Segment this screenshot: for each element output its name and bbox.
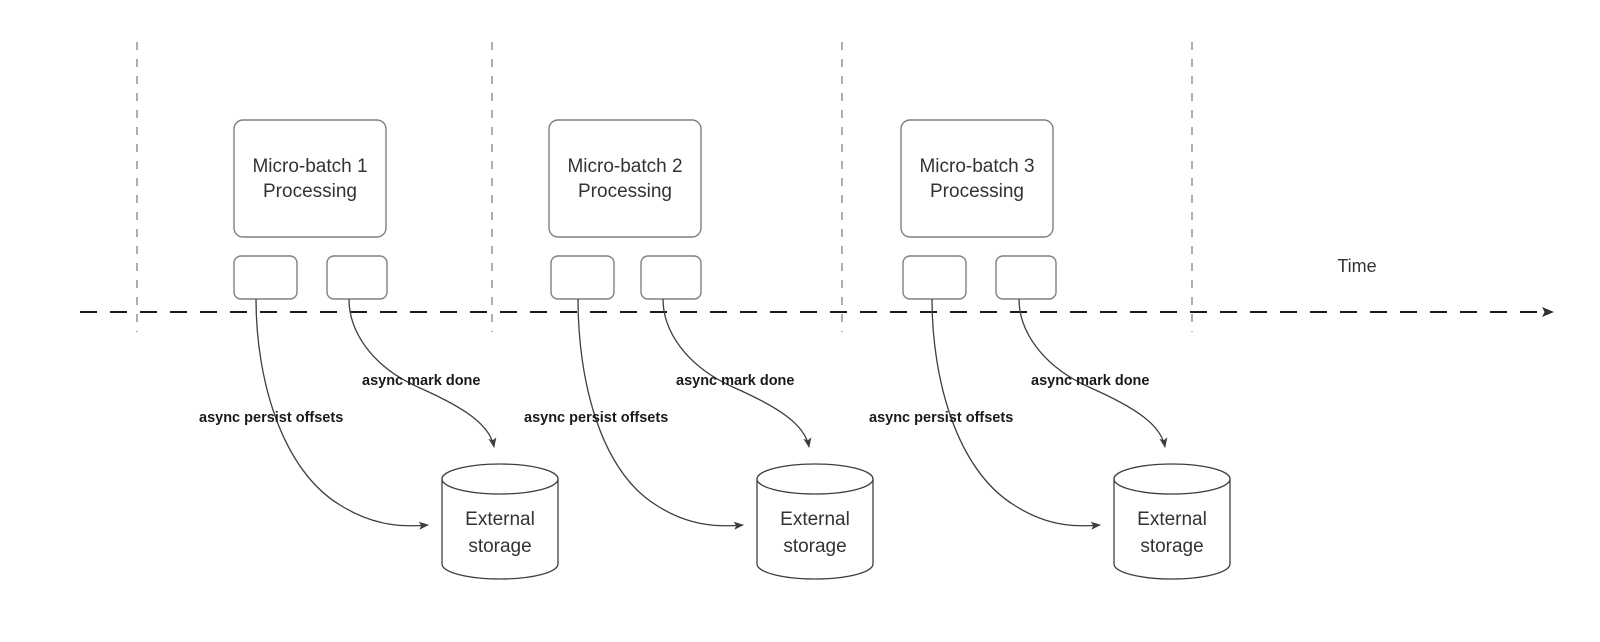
task-box-3b[interactable] bbox=[995, 255, 1057, 300]
micro-batch-box-3[interactable] bbox=[900, 119, 1054, 238]
external-storage-2[interactable] bbox=[756, 463, 874, 580]
micro-batch-box-3-line2: Processing bbox=[930, 181, 1024, 202]
timeline-label: Time bbox=[1337, 256, 1376, 276]
tick-lines bbox=[136, 42, 1193, 332]
edge-persist-offsets-3 bbox=[931, 298, 1101, 530]
external-storage-3-line1: External bbox=[1137, 509, 1207, 530]
edge-label-mark-done-2: async mark done bbox=[676, 373, 794, 389]
micro-batch-box-1-line1: Micro-batch 1 bbox=[252, 156, 367, 177]
edge-label-persist-offsets-3: async persist offsets bbox=[869, 410, 1013, 426]
micro-batch-box-2[interactable] bbox=[548, 119, 702, 238]
edge-label-mark-done-1: async mark done bbox=[362, 373, 480, 389]
group-1: Micro-batch 1 Processing async mark done… bbox=[199, 119, 559, 580]
edge-persist-offsets-2 bbox=[577, 298, 744, 530]
micro-batch-box-3-line1: Micro-batch 3 bbox=[919, 156, 1034, 177]
group-3: Micro-batch 3 Processing async mark done… bbox=[869, 119, 1231, 580]
external-storage-1-line2: storage bbox=[468, 536, 531, 557]
external-storage-2-line2: storage bbox=[783, 536, 846, 557]
external-storage-3-line2: storage bbox=[1140, 536, 1203, 557]
external-storage-3[interactable] bbox=[1113, 463, 1231, 580]
edge-mark-done-3 bbox=[1018, 298, 1168, 448]
external-storage-1[interactable] bbox=[441, 463, 559, 580]
external-storage-2-line1: External bbox=[780, 509, 850, 530]
micro-batch-box-2-line1: Micro-batch 2 bbox=[567, 156, 682, 177]
micro-batch-box-1-line2: Processing bbox=[263, 181, 357, 202]
edge-label-mark-done-3: async mark done bbox=[1031, 373, 1149, 389]
task-box-2b[interactable] bbox=[640, 255, 702, 300]
external-storage-1-line1: External bbox=[465, 509, 535, 530]
group-2: Micro-batch 2 Processing async mark done… bbox=[524, 119, 874, 580]
task-box-1b[interactable] bbox=[326, 255, 388, 300]
micro-batch-box-2-line2: Processing bbox=[578, 181, 672, 202]
task-box-3a[interactable] bbox=[902, 255, 967, 300]
task-box-1a[interactable] bbox=[233, 255, 298, 300]
edge-mark-done-1 bbox=[348, 298, 497, 448]
edge-persist-offsets-1 bbox=[255, 298, 429, 530]
micro-batch-box-1[interactable] bbox=[233, 119, 387, 238]
task-box-2a[interactable] bbox=[550, 255, 615, 300]
edge-label-persist-offsets-1: async persist offsets bbox=[199, 410, 343, 426]
edge-mark-done-2 bbox=[662, 298, 812, 448]
edge-label-persist-offsets-2: async persist offsets bbox=[524, 410, 668, 426]
